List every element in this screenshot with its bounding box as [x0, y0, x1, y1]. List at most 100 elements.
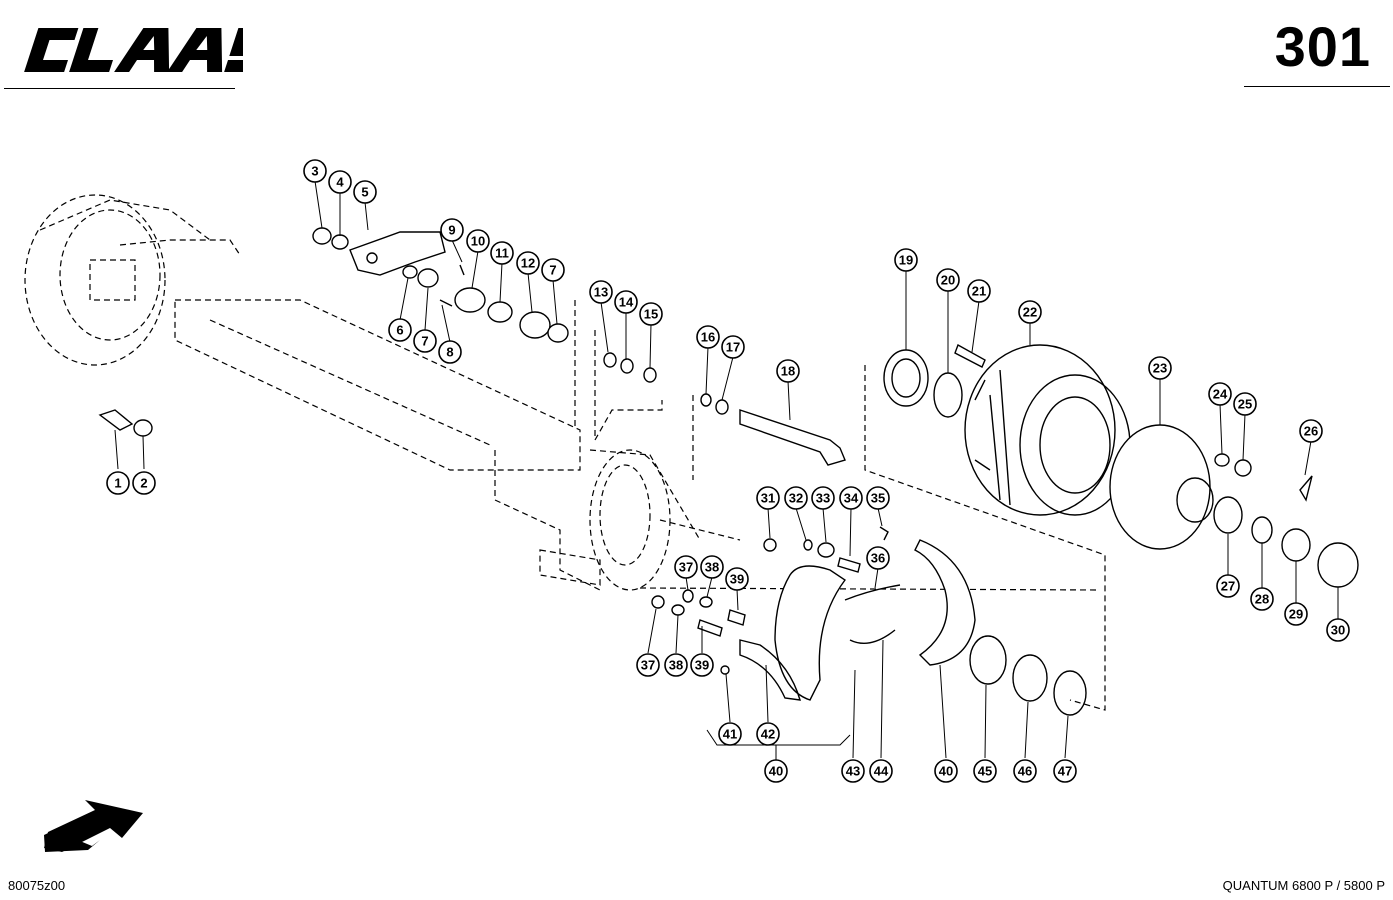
svg-text:40: 40 — [939, 764, 953, 779]
svg-text:20: 20 — [941, 273, 955, 288]
callout-5: 5 — [353, 180, 377, 204]
callout-7a: 7 — [413, 329, 437, 353]
slack-adjuster-group — [312, 227, 569, 343]
svg-text:33: 33 — [816, 491, 830, 506]
callout-9: 9 — [440, 218, 464, 242]
callout-18: 18 — [776, 359, 800, 383]
svg-text:45: 45 — [978, 764, 992, 779]
drawing-code: 80075z00 — [8, 878, 66, 893]
svg-text:32: 32 — [789, 491, 803, 506]
svg-text:9: 9 — [448, 223, 455, 238]
callout-3: 3 — [303, 159, 327, 183]
page-number: 301 — [1274, 15, 1371, 78]
svg-text:8: 8 — [446, 345, 453, 360]
callout-39b: 39 — [690, 653, 714, 677]
callout-28: 28 — [1250, 587, 1274, 611]
svg-text:39: 39 — [695, 658, 709, 673]
callout-23: 23 — [1148, 356, 1172, 380]
callout-34: 34 — [839, 486, 863, 510]
hub-end-parts — [1213, 475, 1359, 588]
callout-20: 20 — [936, 268, 960, 292]
callout-13: 13 — [589, 280, 613, 304]
callout-33: 33 — [811, 486, 835, 510]
svg-text:29: 29 — [1289, 607, 1303, 622]
svg-text:39: 39 — [730, 572, 744, 587]
svg-text:26: 26 — [1304, 424, 1318, 439]
callout-25: 25 — [1233, 392, 1257, 416]
assembly-lines — [574, 300, 1106, 711]
svg-text:18: 18 — [781, 364, 795, 379]
svg-text:43: 43 — [846, 764, 860, 779]
svg-text:37: 37 — [641, 658, 655, 673]
callout-15: 15 — [639, 302, 663, 326]
svg-text:21: 21 — [972, 284, 986, 299]
callout-46: 46 — [1013, 759, 1037, 783]
svg-text:27: 27 — [1221, 579, 1235, 594]
callout-1: 1 — [106, 471, 130, 495]
callout-37b: 37 — [636, 653, 660, 677]
svg-text:19: 19 — [899, 253, 913, 268]
svg-text:13: 13 — [594, 285, 608, 300]
svg-text:35: 35 — [871, 491, 885, 506]
seal-rings — [603, 352, 729, 415]
callout-36: 36 — [866, 546, 890, 570]
callout-6: 6 — [388, 318, 412, 342]
bolt-nut-pair — [98, 409, 153, 437]
hub-seals — [969, 635, 1087, 716]
svg-text:17: 17 — [726, 340, 740, 355]
svg-text:15: 15 — [644, 307, 658, 322]
callout-40a: 40 — [764, 759, 788, 783]
callout-35: 35 — [866, 486, 890, 510]
small-hardware — [651, 526, 889, 675]
callout-22: 22 — [1018, 300, 1042, 324]
model-name: QUANTUM 6800 P / 5800 P — [1222, 878, 1385, 893]
svg-text:41: 41 — [723, 727, 737, 742]
svg-text:7: 7 — [421, 334, 428, 349]
direction-arrow-icon — [44, 800, 143, 852]
callout-19: 19 — [894, 248, 918, 272]
callout-38a: 38 — [700, 555, 724, 579]
callout-42: 42 — [756, 722, 780, 746]
svg-text:40: 40 — [769, 764, 783, 779]
svg-text:2: 2 — [140, 476, 147, 491]
brake-camshaft — [739, 409, 846, 466]
callout-leaders — [114, 180, 1339, 759]
svg-text:11: 11 — [495, 246, 509, 261]
callout-8: 8 — [438, 340, 462, 364]
svg-text:10: 10 — [471, 234, 485, 249]
svg-text:37: 37 — [679, 560, 693, 575]
axle-body-outline — [24, 194, 741, 591]
brake-drum — [964, 344, 1131, 516]
svg-text:44: 44 — [874, 764, 889, 779]
svg-text:42: 42 — [761, 727, 775, 742]
svg-text:24: 24 — [1213, 387, 1228, 402]
svg-text:3: 3 — [311, 164, 318, 179]
callout-47: 47 — [1053, 759, 1077, 783]
svg-text:12: 12 — [521, 256, 535, 271]
claas-logo — [24, 28, 243, 72]
callout-31: 31 — [756, 486, 780, 510]
svg-text:1: 1 — [114, 476, 121, 491]
svg-text:25: 25 — [1238, 397, 1252, 412]
svg-text:36: 36 — [871, 551, 885, 566]
svg-text:5: 5 — [361, 185, 368, 200]
callout-30: 30 — [1326, 618, 1350, 642]
svg-text:16: 16 — [701, 330, 715, 345]
callout-7b: 7 — [541, 258, 565, 282]
callout-11: 11 — [490, 241, 514, 265]
callout-44: 44 — [869, 759, 893, 783]
svg-text:23: 23 — [1153, 361, 1167, 376]
header-rule-left — [4, 88, 235, 89]
svg-text:4: 4 — [336, 175, 344, 190]
svg-text:46: 46 — [1018, 764, 1032, 779]
callout-43: 43 — [841, 759, 865, 783]
callout-balloons: 3 4 5 6 7 8 9 10 11 12 7 13 14 15 16 17 … — [106, 159, 1350, 783]
callout-37a: 37 — [674, 555, 698, 579]
callout-40b: 40 — [934, 759, 958, 783]
svg-text:38: 38 — [669, 658, 683, 673]
callout-2: 2 — [132, 471, 156, 495]
callout-14: 14 — [614, 290, 638, 314]
svg-text:31: 31 — [761, 491, 775, 506]
